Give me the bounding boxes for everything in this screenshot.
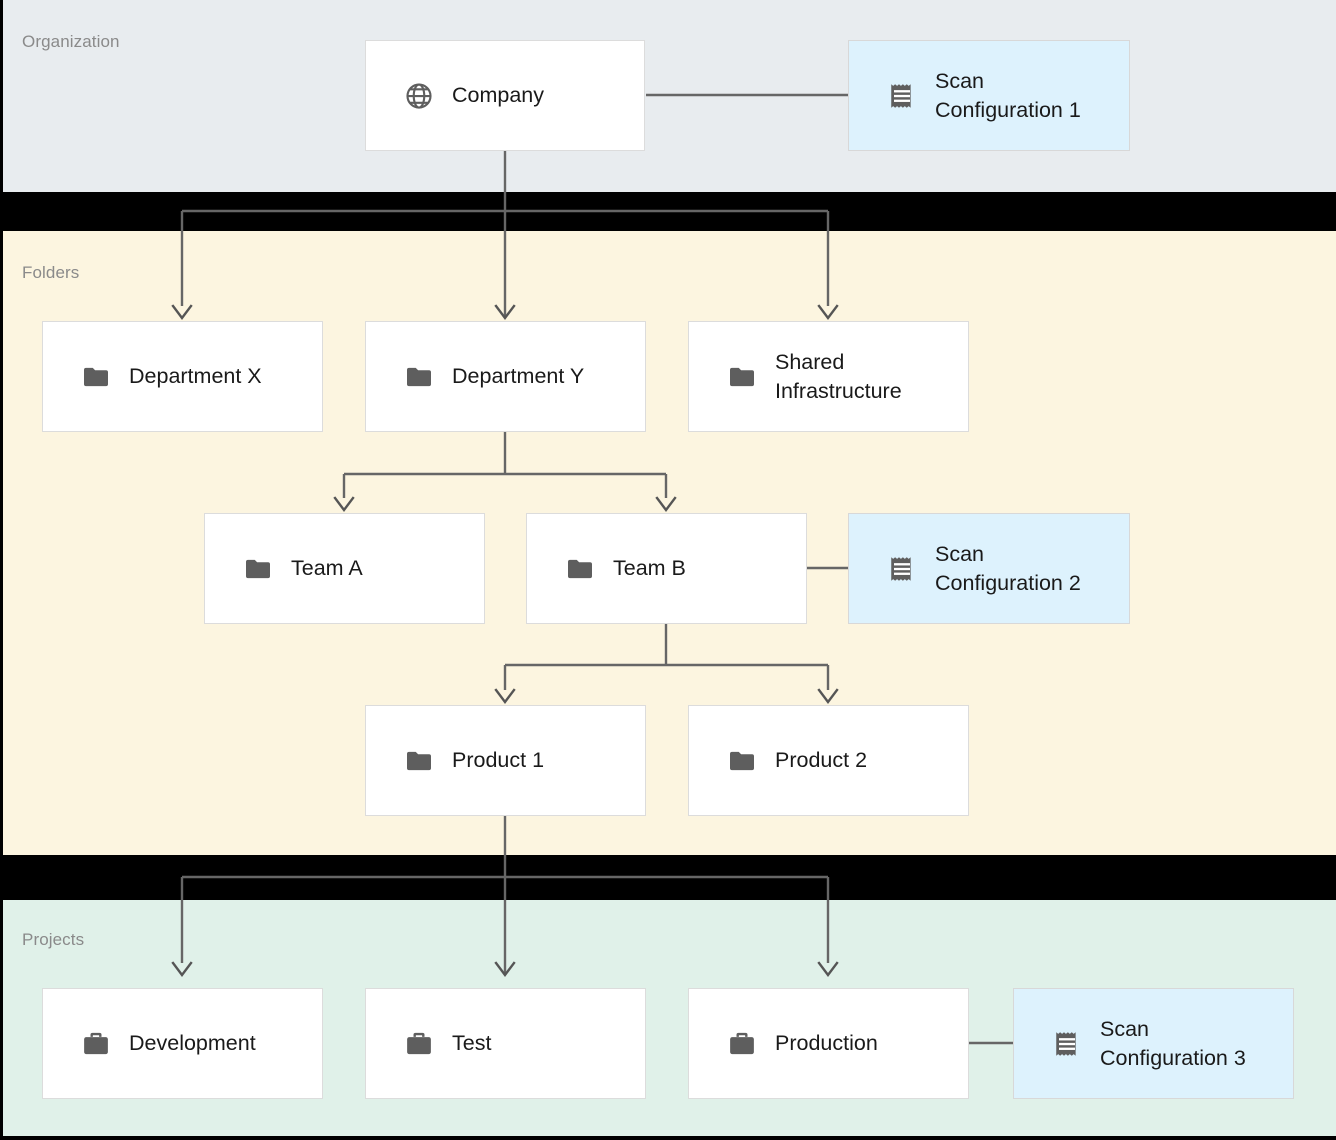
node-label-scan-configuration-3: Scan Configuration 3 <box>1100 1016 1246 1070</box>
section-label-folders: Folders <box>22 263 80 282</box>
briefcase-icon <box>404 1029 434 1059</box>
folder-icon <box>727 362 757 392</box>
receipt-icon <box>1052 1029 1082 1059</box>
node-label-product-2: Product 2 <box>775 748 868 773</box>
folder-icon <box>565 554 595 584</box>
node-label-test: Test <box>452 1031 492 1056</box>
node-product-1[interactable]: Product 1 <box>365 705 646 816</box>
section-label-projects: Projects <box>22 930 85 949</box>
node-department-y[interactable]: Department Y <box>365 321 646 432</box>
node-development[interactable]: Development <box>42 988 323 1099</box>
briefcase-icon <box>727 1029 757 1059</box>
section-label-organization: Organization <box>22 32 120 51</box>
node-label-product-1: Product 1 <box>452 748 545 773</box>
node-label-shared-infrastructure: Shared Infrastructure <box>775 349 902 403</box>
node-label-department-y: Department Y <box>452 364 585 389</box>
node-label-company: Company <box>452 83 545 108</box>
briefcase-icon <box>81 1029 111 1059</box>
node-scan-configuration-2[interactable]: Scan Configuration 2 <box>848 513 1130 624</box>
node-production[interactable]: Production <box>688 988 969 1099</box>
folder-icon <box>81 362 111 392</box>
node-scan-configuration-1[interactable]: Scan Configuration 1 <box>848 40 1130 151</box>
node-label-development: Development <box>129 1031 256 1056</box>
node-department-x[interactable]: Department X <box>42 321 323 432</box>
node-label-team-b: Team B <box>613 556 686 581</box>
node-label-team-a: Team A <box>291 556 363 581</box>
folder-icon <box>404 746 434 776</box>
node-label-department-x: Department X <box>129 364 262 389</box>
node-shared-infrastructure[interactable]: Shared Infrastructure <box>688 321 969 432</box>
folder-icon <box>243 554 273 584</box>
node-product-2[interactable]: Product 2 <box>688 705 969 816</box>
node-company[interactable]: Company <box>365 40 645 151</box>
globe-icon <box>404 81 434 111</box>
section-band-organization <box>3 0 1336 192</box>
folder-icon <box>727 746 757 776</box>
folder-icon <box>404 362 434 392</box>
node-label-production: Production <box>775 1031 878 1056</box>
node-label-scan-configuration-1: Scan Configuration 1 <box>935 68 1081 122</box>
receipt-icon <box>887 81 917 111</box>
node-scan-configuration-3[interactable]: Scan Configuration 3 <box>1013 988 1294 1099</box>
node-label-scan-configuration-2: Scan Configuration 2 <box>935 541 1081 595</box>
node-team-b[interactable]: Team B <box>526 513 807 624</box>
node-team-a[interactable]: Team A <box>204 513 485 624</box>
receipt-icon <box>887 554 917 584</box>
node-test[interactable]: Test <box>365 988 646 1099</box>
